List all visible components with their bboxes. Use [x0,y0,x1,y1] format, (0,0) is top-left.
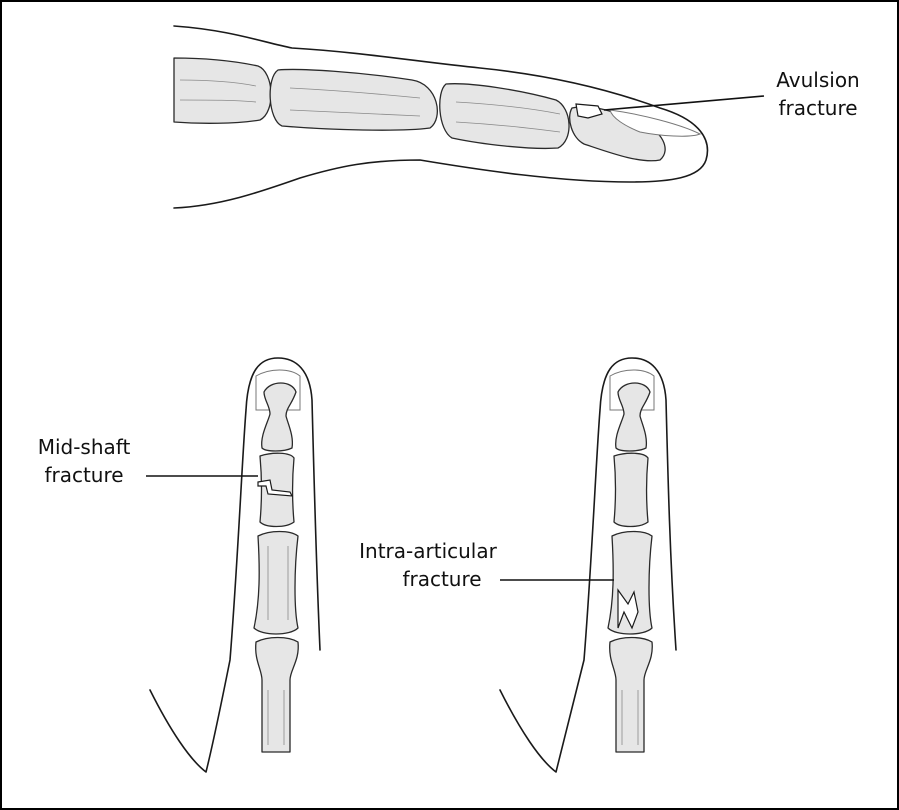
intra-articular-label-line1: Intra-articular [359,539,497,563]
middle-phalanx-intra [614,453,648,526]
midshaft-label-line2: fracture [44,463,123,487]
avulsion-label-line2: fracture [778,96,857,120]
proximal-phalanx-midshaft [254,532,298,635]
midshaft-finger-view [146,358,320,772]
proximal-phalanx-lateral [174,58,271,123]
middle-phalanx-midshaft [260,453,294,526]
intra-articular-finger-view [500,358,676,772]
lateral-finger-view [174,26,764,208]
metacarpal-intra [610,638,653,753]
metacarpal-midshaft [256,638,299,753]
intra-articular-label-line2: fracture [402,567,481,591]
midshaft-label-line1: Mid-shaft [38,435,131,459]
avulsion-label-line1: Avulsion [776,68,859,92]
